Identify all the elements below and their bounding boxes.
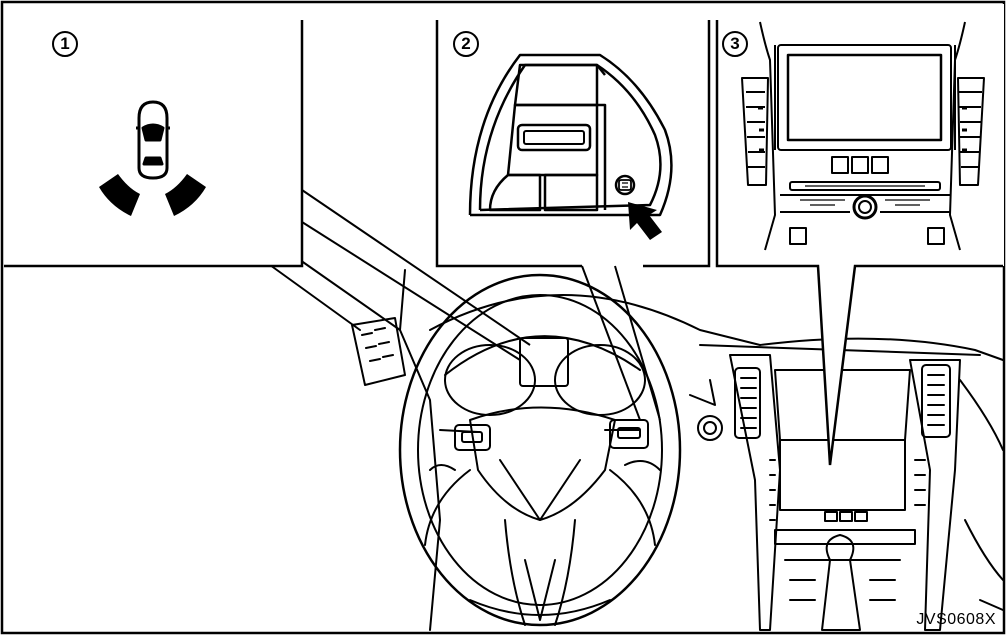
callout-1: 1 <box>52 31 78 57</box>
bottom-right-button <box>927 227 945 245</box>
door-trim-line <box>299 259 441 631</box>
callout-3: 3 <box>722 31 748 57</box>
rear-left-sensor-arc <box>99 174 140 216</box>
figure-code-label: JVS0608X <box>916 611 996 628</box>
panel-3-center-display <box>715 4 1004 466</box>
ignition-button <box>697 415 723 441</box>
panel-3-left-vent <box>741 77 769 186</box>
lower-display <box>779 439 906 511</box>
rear-right-sensor-arc <box>165 174 206 216</box>
display-button-1 <box>831 156 849 174</box>
panel-2-steering-switch <box>435 4 711 421</box>
bottom-left-button <box>789 227 807 245</box>
upper-display <box>774 369 911 441</box>
display-button-3 <box>871 156 889 174</box>
display-button-2 <box>851 156 869 174</box>
callout-2: 2 <box>453 31 479 57</box>
dashboard-scene <box>269 259 1004 631</box>
right-vent <box>921 364 951 438</box>
shift-lever <box>821 534 861 631</box>
steering-hub <box>424 406 661 626</box>
steering-wheel-rim <box>398 273 682 627</box>
center-console <box>729 354 961 631</box>
window-switch-panel <box>351 317 406 386</box>
left-vent <box>734 367 761 439</box>
press-arrow <box>628 202 662 240</box>
center-display-screen <box>786 53 943 142</box>
switch-housing <box>468 53 673 217</box>
sonar-switch-button <box>614 174 636 196</box>
control-knob <box>852 194 878 220</box>
panel-3-right-vent <box>957 77 985 186</box>
disc-slot <box>789 181 941 191</box>
instrument-cluster <box>444 335 646 416</box>
car-top-view-icon <box>136 100 170 180</box>
center-display-bezel <box>777 44 952 151</box>
